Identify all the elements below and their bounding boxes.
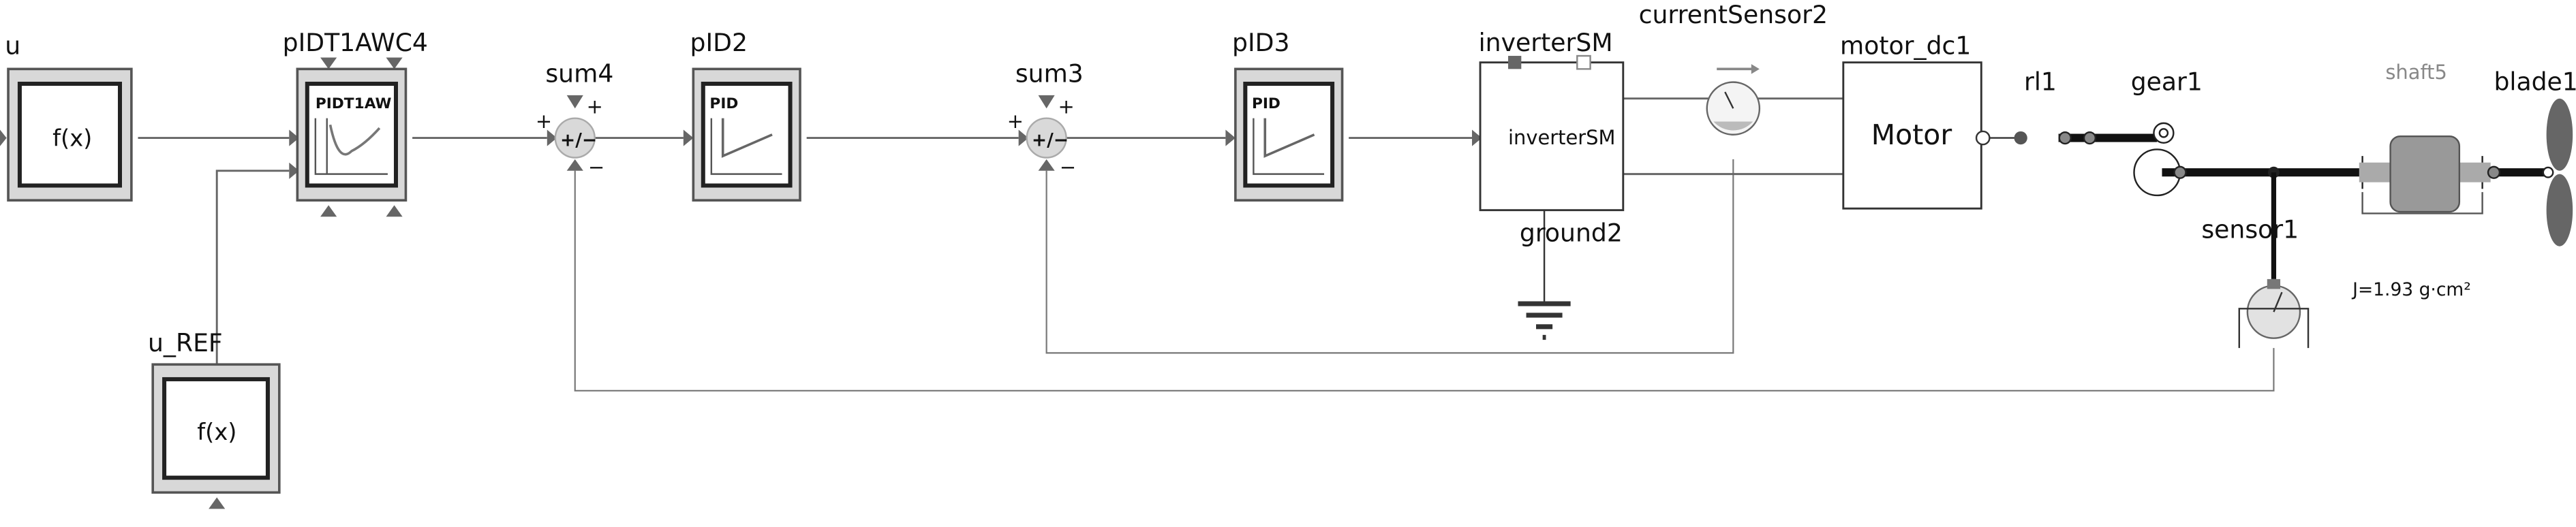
block-u-ref-label: u_REF bbox=[148, 328, 223, 357]
block-u-label: u bbox=[5, 31, 20, 61]
motor-label: motor_dc1 bbox=[1840, 31, 1971, 61]
block-pidt1awc4-label: pIDT1AWC4 bbox=[283, 28, 428, 57]
motor-dc1[interactable]: motor_dc1 Motor bbox=[1840, 31, 1991, 210]
sum4-sign-left: + bbox=[536, 110, 552, 133]
rl1-label: rl1 bbox=[2024, 67, 2057, 97]
sum3-sign-top: + bbox=[1058, 95, 1075, 118]
block-sum3-label: sum3 bbox=[1015, 59, 1084, 89]
block-sum4-label: sum4 bbox=[545, 59, 613, 89]
block-pidt1awc4-icon-text: PIDT1AW bbox=[316, 95, 392, 112]
block-pid3-label: pID3 bbox=[1232, 28, 1289, 57]
block-u-icon-text: f(x) bbox=[52, 125, 92, 152]
block-pid3[interactable]: pID3 PID bbox=[1232, 28, 1344, 202]
drivetrain bbox=[1989, 122, 2554, 279]
sensor1[interactable]: sensor1 bbox=[2201, 215, 2310, 349]
blade1-label: blade1 bbox=[2494, 67, 2576, 97]
motor-icon-text: Motor bbox=[1871, 118, 1952, 151]
block-inverter-sm[interactable]: inverterSM inverterSM bbox=[1479, 28, 1625, 304]
block-u-ref[interactable]: u_REF f(x) bbox=[148, 328, 281, 509]
sensor1-label: sensor1 bbox=[2201, 215, 2299, 244]
shaft5-label: shaft5 bbox=[2385, 61, 2447, 84]
block-u-ref-icon-text: f(x) bbox=[197, 419, 236, 445]
block-sum3[interactable]: sum3 +/− + + − bbox=[1007, 59, 1084, 179]
block-pidt1awc4[interactable]: pIDT1AWC4 PIDT1AW bbox=[283, 28, 428, 217]
block-pid2-label: pID2 bbox=[690, 28, 748, 57]
gear1-label: gear1 bbox=[2131, 67, 2203, 97]
sum4-sign-top: + bbox=[587, 95, 603, 118]
sum3-sign-left: + bbox=[1007, 110, 1024, 133]
signal-wires bbox=[138, 97, 2275, 392]
block-sum4[interactable]: sum4 +/− + + − bbox=[536, 59, 613, 179]
inverter-icon-text: inverterSM bbox=[1508, 126, 1615, 149]
block-u[interactable]: u f(x) bbox=[5, 31, 133, 202]
sum3-sign-bottom: − bbox=[1060, 156, 1076, 179]
pid3-icon-text: PID bbox=[1252, 95, 1281, 112]
pid2-icon-text: PID bbox=[709, 95, 738, 112]
shaft5-inertia: J=1.93 g·cm² bbox=[2351, 279, 2471, 300]
blade-propeller-icon[interactable] bbox=[2546, 98, 2573, 246]
ground-label: ground2 bbox=[1520, 218, 1623, 247]
sum3-icon-text: +/− bbox=[1032, 130, 1069, 151]
sum4-sign-bottom: − bbox=[588, 156, 604, 179]
current-sensor-2[interactable]: currentSensor2 bbox=[1639, 0, 1828, 135]
block-pid2[interactable]: pID2 PID bbox=[690, 28, 801, 202]
inverter-label: inverterSM bbox=[1479, 28, 1613, 57]
ground-2[interactable]: ground2 bbox=[1518, 218, 1623, 340]
current-sensor-label: currentSensor2 bbox=[1639, 0, 1828, 29]
sum4-icon-text: +/− bbox=[560, 130, 597, 151]
